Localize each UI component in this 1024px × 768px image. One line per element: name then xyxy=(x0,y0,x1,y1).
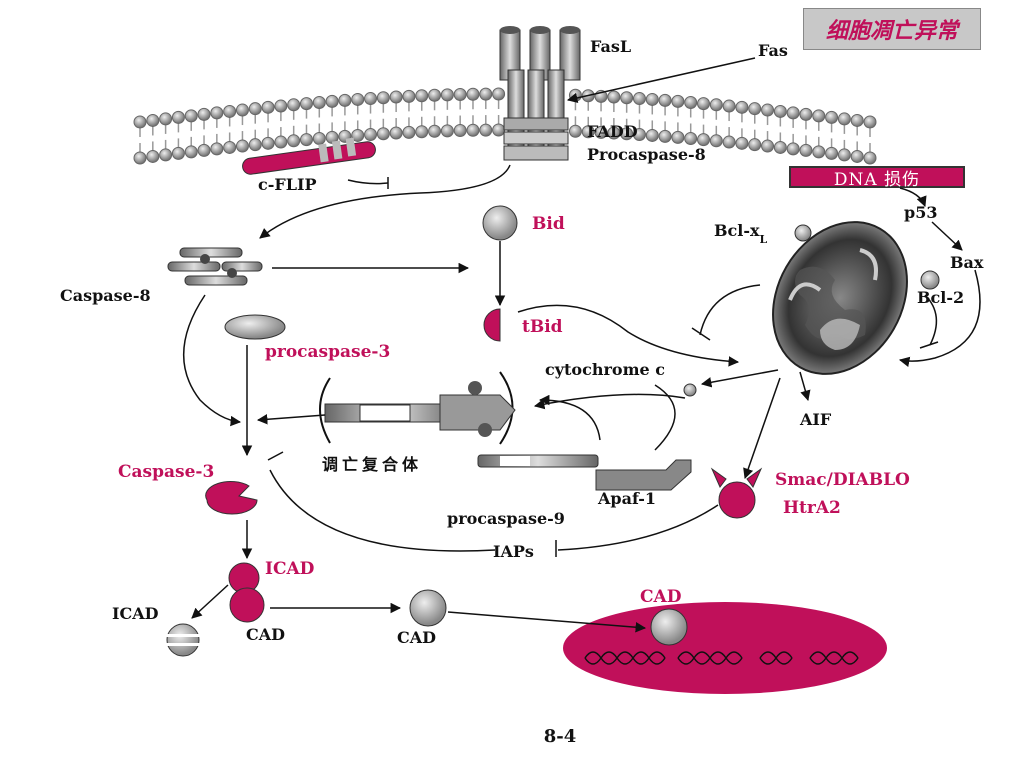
cad-bound-molecule xyxy=(229,587,265,623)
dna-strand xyxy=(584,651,859,665)
label-cytochrome: cytochrome c xyxy=(545,360,665,379)
procaspase3-molecule xyxy=(224,314,286,340)
label-bcl2: Bcl-2 xyxy=(917,288,964,307)
label-bid: Bid xyxy=(532,214,565,234)
pathway-connectors xyxy=(183,57,981,633)
mitochondrion xyxy=(772,221,940,375)
bcl2-molecule xyxy=(920,270,940,290)
slide-number: 8-4 xyxy=(543,726,577,747)
label-fas: Fas xyxy=(758,41,788,60)
slide-title: 细胞凋亡异常 xyxy=(825,18,958,44)
label-iaps: IAPs xyxy=(493,542,534,561)
cflip-molecule xyxy=(242,137,376,175)
bid-molecule xyxy=(482,205,518,241)
label-bax: Bax xyxy=(950,253,984,272)
cad-nucleus-molecule xyxy=(650,608,688,646)
apoptosome xyxy=(319,371,516,445)
label-procaspase9: procaspase-9 xyxy=(447,509,565,528)
apaf1-molecule xyxy=(595,459,692,491)
label-p53: p53 xyxy=(904,203,937,222)
label-cad-mid: CAD xyxy=(397,628,436,647)
label-cad-left: CAD xyxy=(246,625,285,644)
label-caspase8: Caspase-8 xyxy=(60,286,151,305)
label-htra2: HtrA2 xyxy=(783,498,841,518)
smac-diablo-molecule xyxy=(710,467,763,519)
label-smac: Smac/DIABLO xyxy=(775,470,910,490)
cad-free-molecule xyxy=(409,589,447,627)
caspase3-molecule xyxy=(205,481,258,515)
caspase8-molecule xyxy=(167,247,263,286)
dna-damage-box: DNA 损伤 xyxy=(789,166,965,190)
label-apoptosome: 调亡复合体 xyxy=(322,455,422,474)
cytochrome-c-molecule xyxy=(683,383,697,397)
label-fadd: FADD xyxy=(587,122,638,141)
fas-receptor-complex xyxy=(499,26,581,161)
label-apaf1: Apaf-1 xyxy=(597,489,656,508)
label-caspase3: Caspase-3 xyxy=(118,462,214,482)
label-procaspase8: Procaspase-8 xyxy=(587,145,706,164)
nucleus xyxy=(563,602,887,694)
label-icad-top: ICAD xyxy=(265,559,315,579)
label-cflip: c-FLIP xyxy=(258,175,317,194)
label-procaspase3: procaspase-3 xyxy=(265,342,390,362)
icad-degraded-molecule xyxy=(166,623,200,657)
bclxl-molecule xyxy=(794,224,812,242)
label-bclxl: Bcl-xL xyxy=(714,221,768,246)
title-box: 细胞凋亡异常 xyxy=(803,8,981,50)
label-aif: AIF xyxy=(799,410,832,429)
label-cad-nucleus: CAD xyxy=(640,587,682,607)
label-fasl: FasL xyxy=(590,37,631,56)
label-icad-left: ICAD xyxy=(112,604,159,623)
procaspase9-molecule xyxy=(477,454,599,468)
tbid-molecule xyxy=(483,308,501,342)
label-tbid: tBid xyxy=(522,317,563,337)
dna-damage-label: DNA 损伤 xyxy=(833,169,921,190)
